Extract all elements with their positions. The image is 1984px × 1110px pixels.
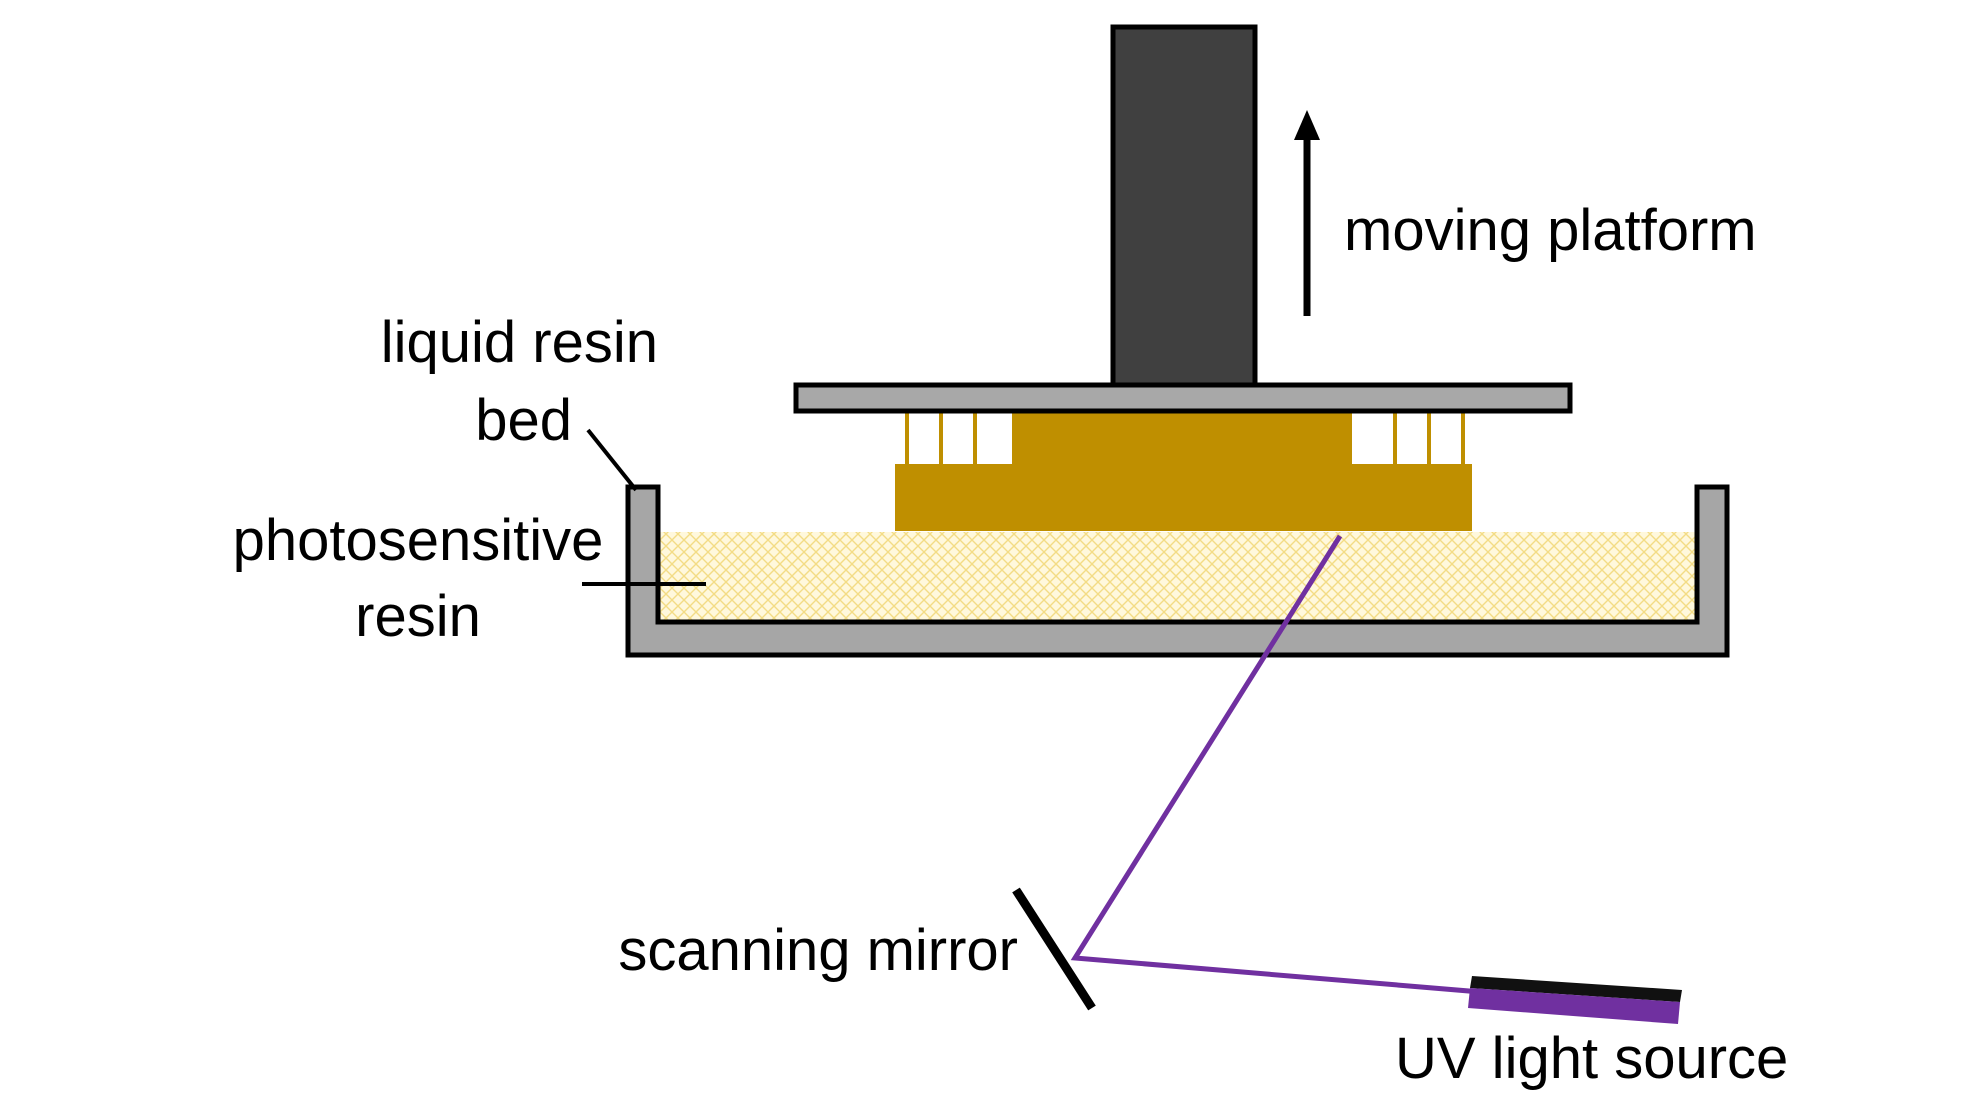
label-photosensitive-resin-line1: photosensitive [233,508,604,573]
label-photosensitive-resin-line2: resin [355,584,481,649]
resin-bed-leader-line [586,428,638,492]
scanning-mirror [1012,887,1096,1011]
resin-vat [625,484,1730,658]
label-uv-light-source: UV light source [1395,1026,1788,1091]
label-liquid-resin-bed-line2: bed [475,388,572,453]
platform-column [1110,24,1258,389]
label-moving-platform: moving platform [1344,198,1757,263]
arrow-up-icon [1294,110,1320,316]
photosensitive-resin-fill [656,532,1696,622]
uv-light-source [1468,976,1682,1024]
build-platform-plate [793,382,1573,414]
label-liquid-resin-bed-line1: liquid resin [381,310,658,375]
label-scanning-mirror: scanning mirror [618,918,1018,983]
printed-part [895,410,1472,531]
